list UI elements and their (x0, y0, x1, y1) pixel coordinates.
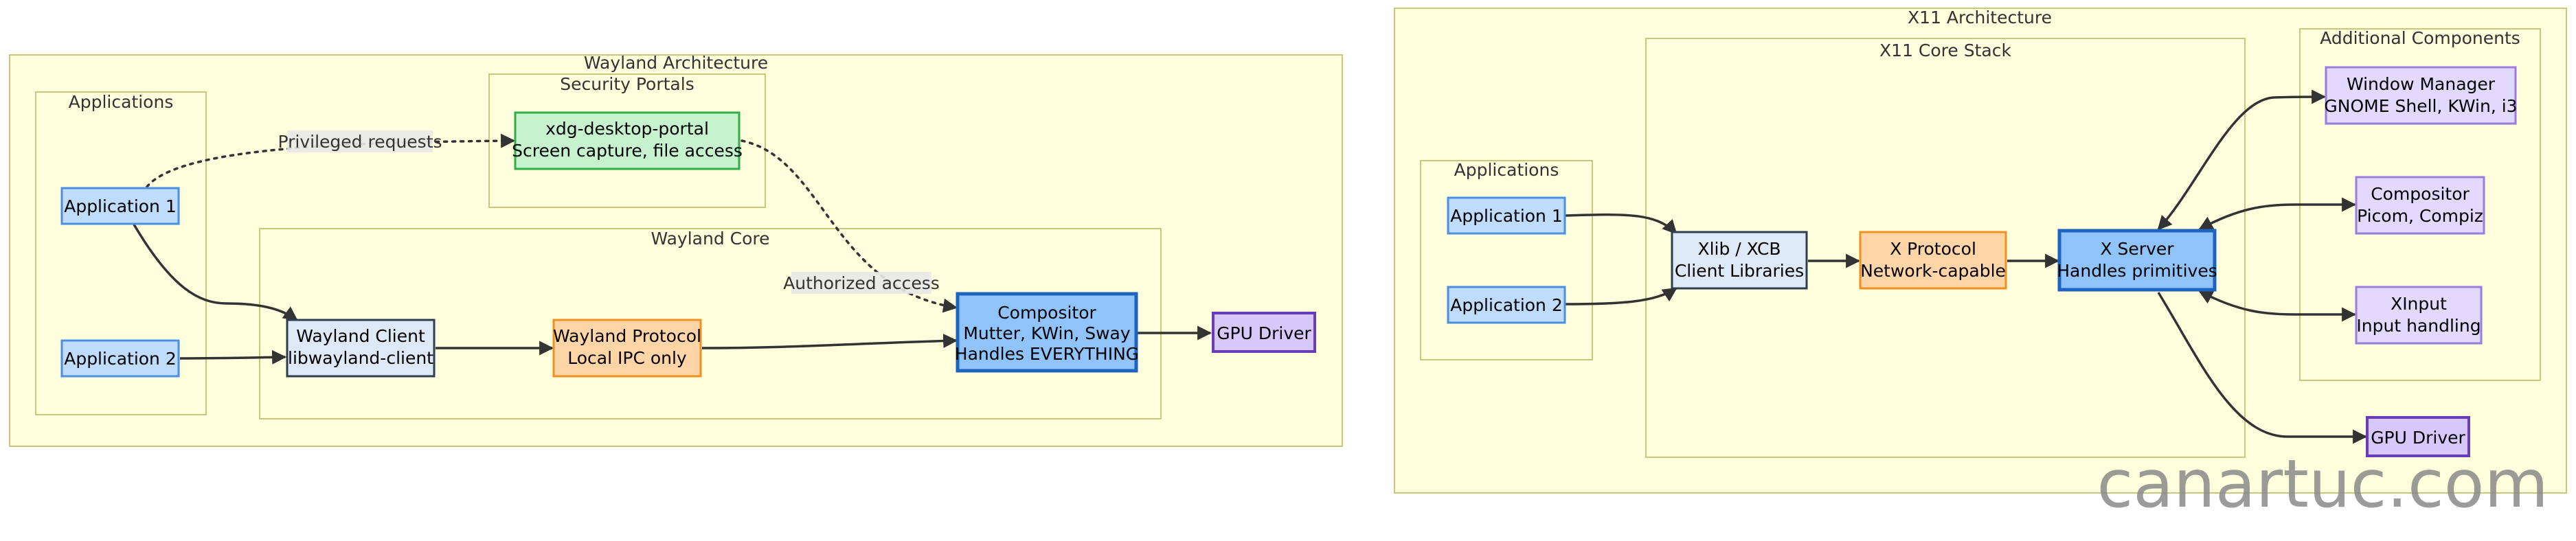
portal-line-1: xdg-desktop-portal (545, 119, 709, 139)
wayland-client-line-1: Wayland Client (296, 326, 425, 346)
wayland-gpu-driver-node: GPU Driver (1212, 312, 1316, 353)
xinput-node: XInput Input handling (2355, 286, 2483, 345)
xdg-desktop-portal-node: xdg-desktop-portal Screen capture, file … (512, 111, 743, 170)
edge-app2-to-client (179, 349, 287, 365)
x-server-line-2: Handles primitives (2057, 261, 2217, 281)
wayland-app1-node: Application 1 (60, 187, 180, 225)
x11-compositor-node: Compositor Picom, Compiz (2355, 176, 2485, 235)
edge-xserver-wm (2157, 89, 2327, 231)
xinput-line-2: Input handling (2356, 316, 2481, 336)
x11-app1-label: Application 1 (1450, 206, 1563, 226)
x11-applications-title: Applications (1454, 160, 1559, 180)
xlib-line-1: Xlib / XCB (1697, 239, 1781, 259)
x11-gpu-driver-label: GPU Driver (2371, 428, 2465, 448)
wayland-compositor-line-1: Compositor (997, 303, 1096, 323)
x-server-node: X Server Handles primitives (2057, 229, 2217, 292)
x11-app2-label: Application 2 (1450, 295, 1563, 315)
security-portals-title: Security Portals (560, 74, 694, 94)
xlib-xcb-node: Xlib / XCB Client Libraries (1671, 231, 1808, 290)
x-protocol-line-1: X Protocol (1890, 239, 1976, 259)
wayland-compositor-line-3: Handles EVERYTHING (955, 344, 1139, 364)
x11-app2-node: Application 2 (1447, 286, 1566, 324)
wayland-app1-label: Application 1 (64, 196, 177, 216)
authorized-access-label-bg (791, 272, 931, 294)
wayland-protocol-line-2: Local IPC only (567, 348, 687, 368)
edge-xserver-compositor (2198, 197, 2357, 231)
x11-gpu-driver-node: GPU Driver (2366, 416, 2470, 457)
x-protocol-node: X Protocol Network-capable (1859, 231, 2007, 290)
window-manager-line-2: GNOME Shell, KWin, i3 (2324, 96, 2517, 116)
window-manager-node: Window Manager GNOME Shell, KWin, i3 (2324, 66, 2518, 125)
edge-x11-app2-to-xlib (1564, 287, 1677, 306)
wayland-compositor-line-2: Mutter, KWin, Sway (963, 323, 1131, 343)
wayland-gpu-driver-label: GPU Driver (1217, 323, 1311, 343)
authorized-access-label: Authorized access (783, 273, 940, 293)
edge-app1-to-client (133, 224, 298, 321)
x-protocol-line-2: Network-capable (1860, 261, 2006, 281)
x-server-line-1: X Server (2100, 239, 2174, 259)
privileged-requests-label-bg (287, 130, 433, 152)
wayland-core-title: Wayland Core (651, 229, 769, 249)
wayland-title: Wayland Architecture (584, 53, 768, 73)
edge-x11-app1-to-xlib (1564, 213, 1677, 235)
edge-xserver-xinput (2198, 290, 2357, 322)
window-manager-line-1: Window Manager (2347, 74, 2496, 94)
wayland-client-line-2: libwayland-client (288, 348, 433, 368)
x11-core-title: X11 Core Stack (1879, 41, 2011, 60)
edge-protocol-to-compositor (701, 334, 958, 349)
x11-compositor-line-2: Picom, Compiz (2357, 206, 2483, 226)
edge-app1-to-portal (146, 133, 516, 188)
x11-title: X11 Architecture (1908, 8, 2052, 27)
wayland-app2-node: Application 2 (60, 339, 180, 378)
additional-components-title: Additional Components (2320, 28, 2520, 48)
xinput-line-1: XInput (2391, 294, 2447, 314)
edge-xserver-gpu (2157, 292, 2368, 444)
watermark: canartuc.com (2097, 446, 2549, 522)
wayland-app2-label: Application 2 (64, 349, 177, 369)
wayland-client-node: Wayland Client libwayland-client (286, 319, 436, 378)
portal-line-2: Screen capture, file access (512, 141, 743, 161)
x11-app1-node: Application 1 (1447, 196, 1566, 235)
wayland-compositor-node: Compositor Mutter, KWin, Sway Handles EV… (955, 292, 1139, 373)
wayland-applications-title: Applications (69, 92, 174, 112)
wayland-protocol-line-1: Wayland Protocol (553, 326, 701, 346)
x11-applications-cluster (1420, 160, 1593, 360)
wayland-architecture: Wayland Architecture Applications Securi… (9, 53, 1343, 447)
x11-compositor-line-1: Compositor (2371, 184, 2470, 204)
xlib-line-2: Client Libraries (1675, 261, 1804, 281)
privileged-requests-label: Privileged requests (278, 132, 442, 152)
wayland-protocol-node: Wayland Protocol Local IPC only (552, 319, 702, 378)
x11-architecture: X11 Architecture Applications X11 Core S… (1394, 8, 2567, 494)
